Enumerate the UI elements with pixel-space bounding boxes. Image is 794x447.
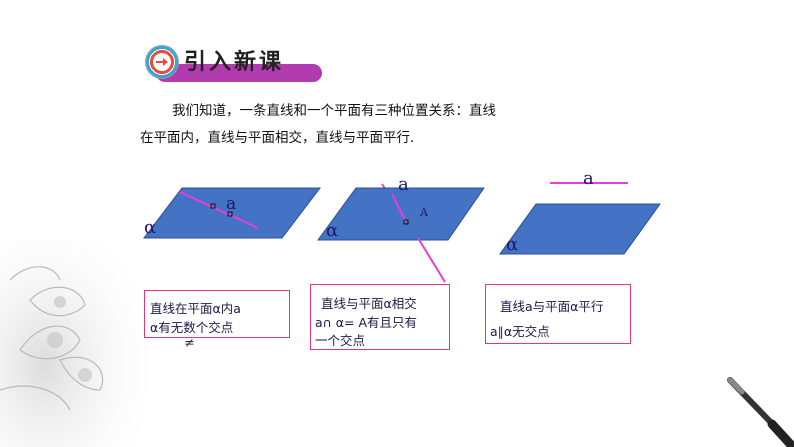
- plane-3: [499, 203, 661, 255]
- figure-line-in-plane: a α: [142, 187, 322, 239]
- box1-line2: α有无数个交点: [150, 320, 234, 335]
- plane-label-3: α: [506, 234, 518, 255]
- plane-label-2: α: [326, 220, 338, 241]
- box3-line2: a∥α无交点: [490, 324, 550, 339]
- plane-label-1: α: [144, 217, 156, 238]
- figure-line-intersects-plane: A a α: [317, 174, 485, 283]
- line-label-2: a: [398, 174, 409, 195]
- line-label-3: a: [583, 168, 594, 189]
- box2-line3: 一个交点: [315, 333, 366, 348]
- flower-decoration-image: [0, 240, 150, 447]
- section-title-banner: 引入新课: [142, 42, 322, 86]
- title-bar: [156, 64, 322, 82]
- not-equal-symbol: ≠: [184, 336, 195, 351]
- box2-line2: a∩ α= A有且只有: [315, 315, 418, 330]
- box2-line1: 直线与平面α相交: [321, 296, 417, 311]
- figure-line-parallel-plane: a α: [499, 168, 661, 255]
- intersection-marker: [403, 219, 409, 225]
- point-label-A: A: [419, 206, 429, 219]
- intro-line-1: 我们知道，一条直线和一个平面有三种位置关系：直线: [172, 103, 496, 119]
- box3-line1: 直线a与平面α平行: [500, 299, 604, 314]
- line-label-1: a: [226, 194, 236, 214]
- brush-decoration-image: [727, 377, 794, 447]
- line-a-2-inplane: [391, 193, 407, 223]
- line-a-2-lower: [417, 237, 446, 283]
- section-title: 引入新课: [184, 50, 285, 75]
- intro-line-2: 在平面内，直线与平面相交，直线与平面平行.: [140, 130, 415, 146]
- arrow-circle-icon: [146, 46, 178, 78]
- line-a-1: [179, 191, 259, 229]
- point-marker-1: [210, 203, 216, 209]
- point-marker-2: [227, 211, 233, 217]
- box1-line1: 直线在平面α内a: [150, 301, 241, 316]
- explanation-box-intersect: 直线与平面α相交 a∩ α= A有且只有 一个交点: [310, 284, 450, 350]
- explanation-box-parallel: 直线a与平面α平行 a∥α无交点: [485, 284, 631, 344]
- explanation-box-in-plane: 直线在平面α内a α有无数个交点: [144, 290, 290, 338]
